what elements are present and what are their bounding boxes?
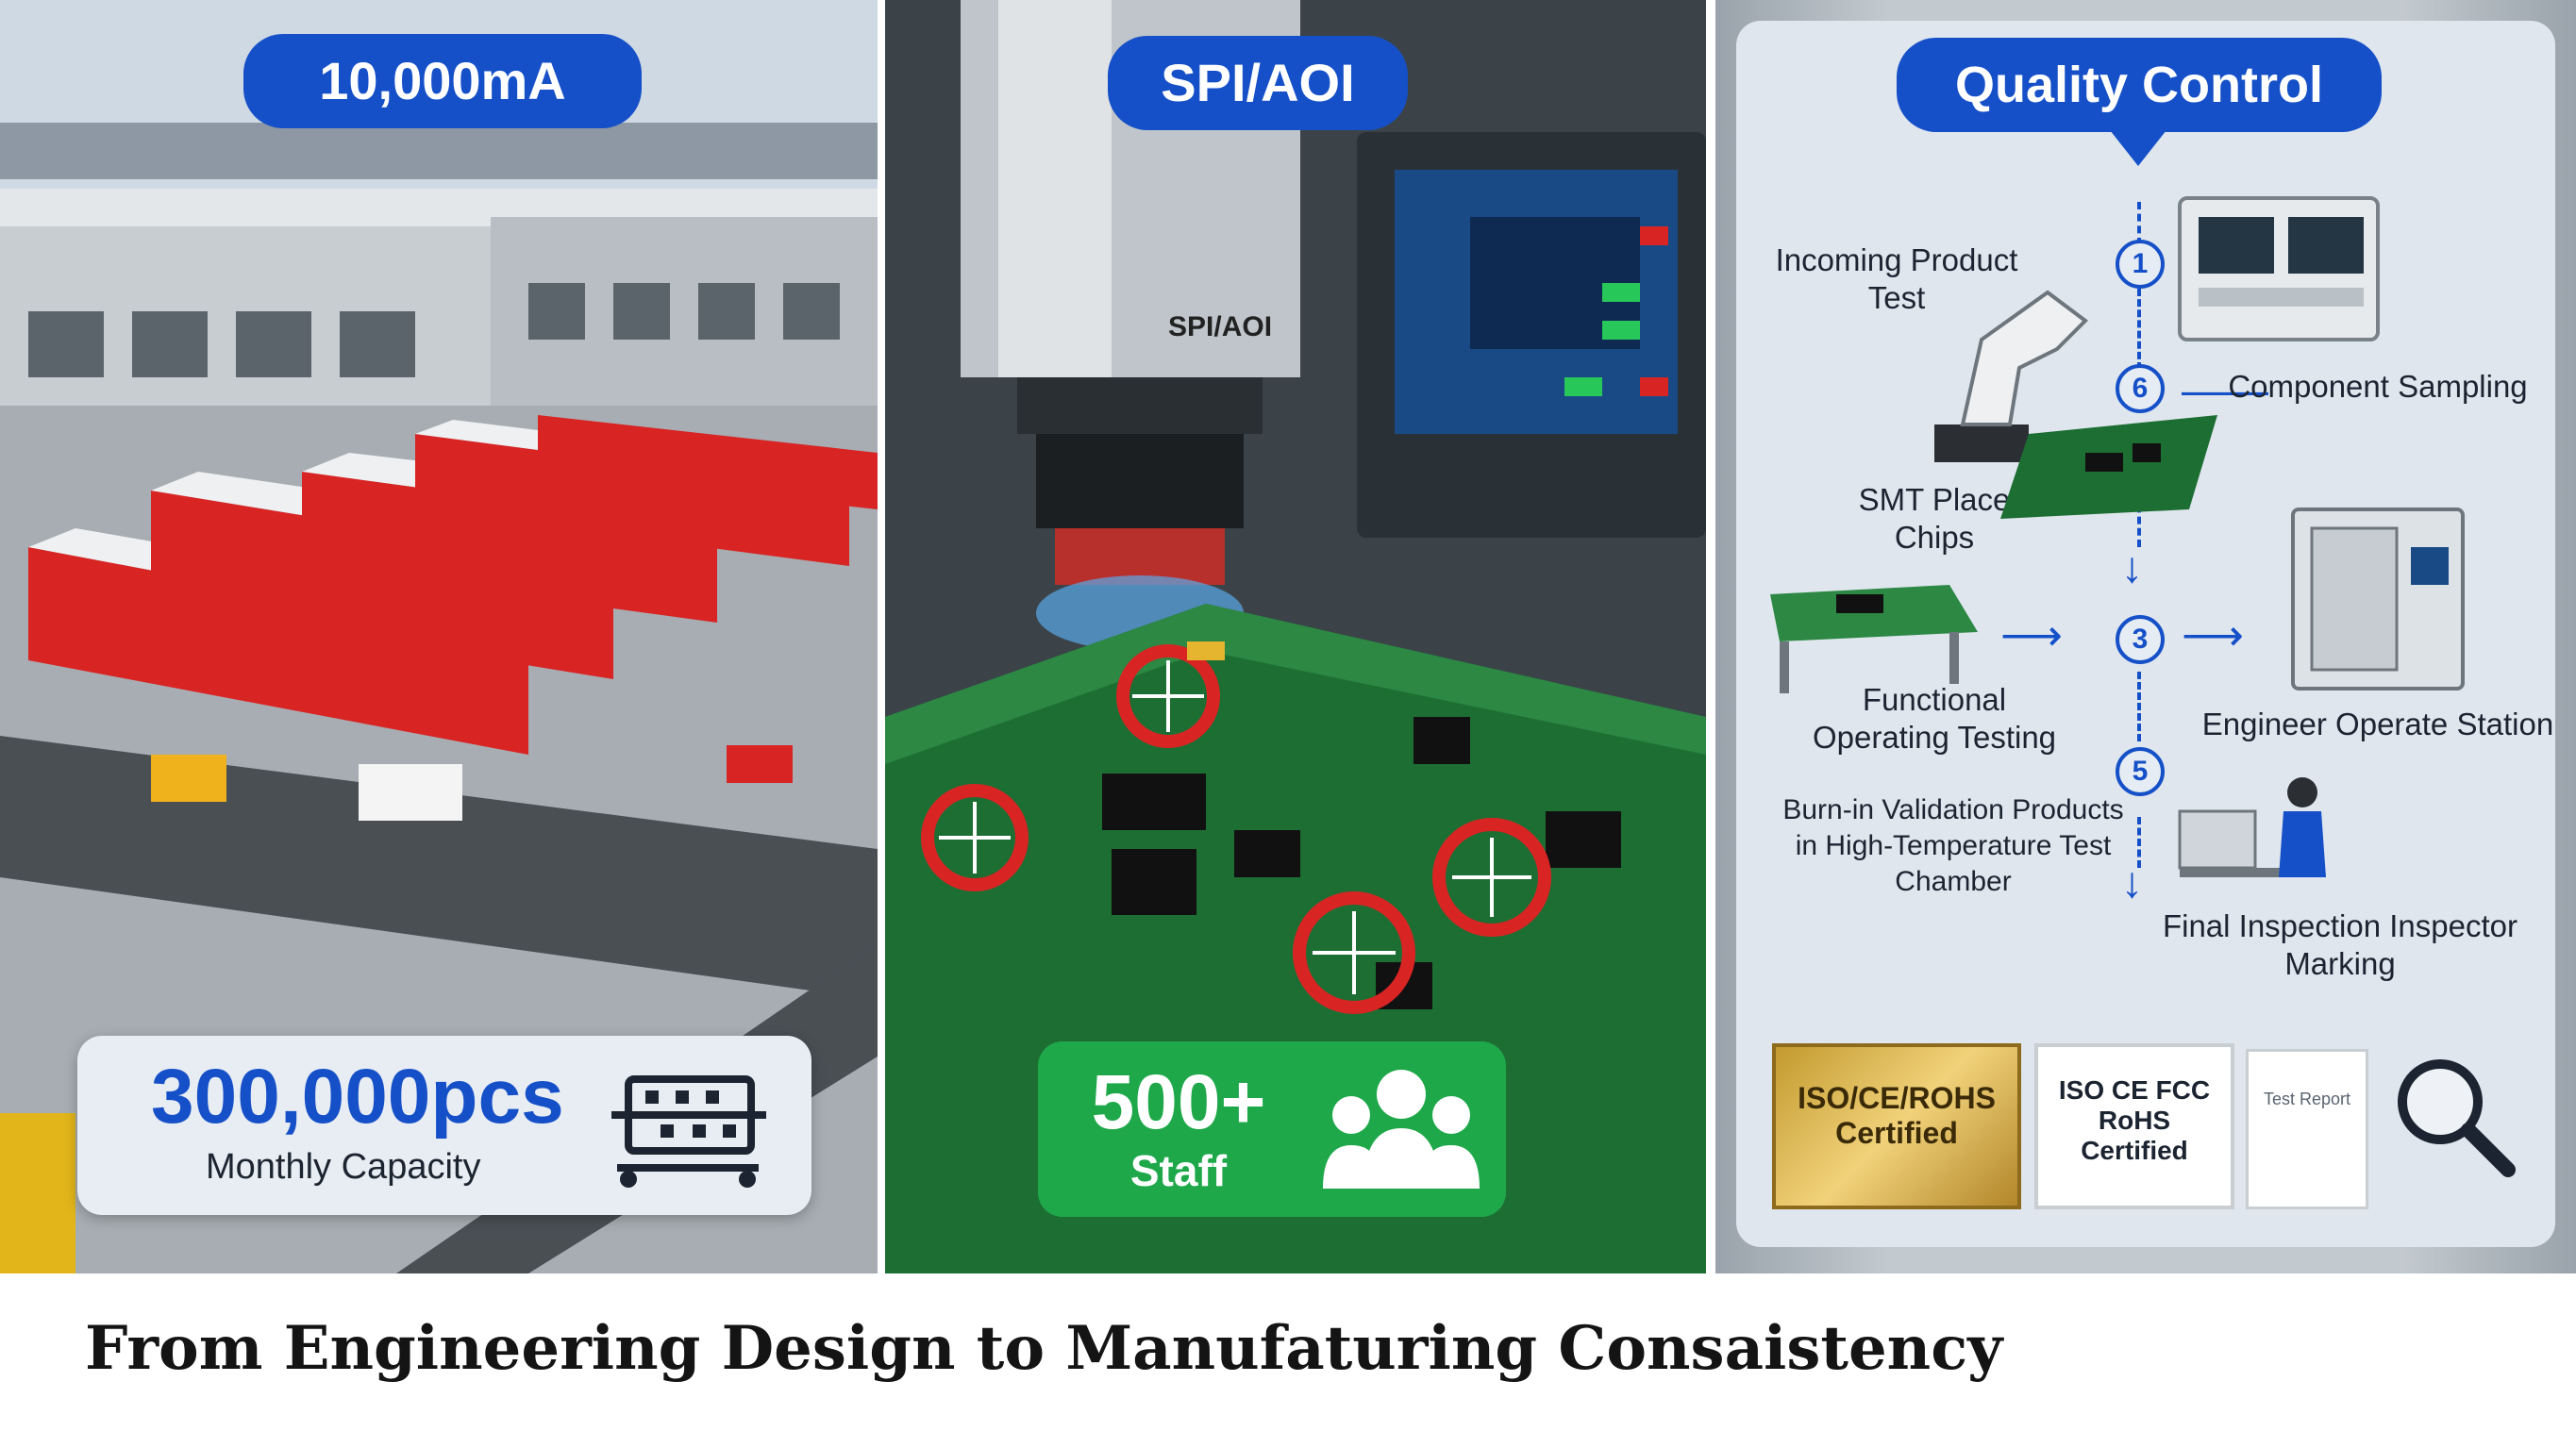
factory-panel: 10,000mA 300,000pcs Monthly Capacity (0, 0, 878, 1273)
staff-card: 500+ Staff (1038, 1041, 1506, 1217)
team-icon (1323, 1070, 1480, 1189)
step-label-final: Final Inspection Inspector Marking (2162, 908, 2518, 981)
flow-line (2137, 202, 2141, 245)
staff-value: 500+ (1091, 1059, 1266, 1145)
step-label-engineer: Engineer Operate Station (2201, 707, 2554, 741)
capacity-value: 300,000pcs (151, 1054, 564, 1140)
step-label-smt: SMT Place Chips (1858, 482, 2011, 555)
capacity-label: Monthly Capacity (206, 1147, 481, 1187)
robot-arm-icon (1934, 290, 2217, 519)
staff-label: Staff (1129, 1146, 1228, 1195)
magnifier-icon (2398, 1059, 2516, 1177)
down-arrow-icon: ↓ (2121, 542, 2143, 591)
certificate-gold-text: ISO/CE/ROHS Certified (1798, 1081, 1996, 1150)
badge-pointer (2110, 130, 2166, 166)
step-3-marker: 3 (2116, 615, 2165, 664)
step-label-functional: Functional Operating Testing (1812, 682, 2057, 755)
certificate-iso: ISO CE FCC RoHS Certified (2034, 1043, 2234, 1209)
test-bench-icon (1770, 585, 1978, 693)
spi-aoi-badge: SPI/AOI (1108, 36, 1408, 130)
certificate-gold: ISO/CE/ROHS Certified (1772, 1043, 2021, 1209)
footer-title: From Engineering Design to Manufaturing … (85, 1313, 2003, 1384)
certificate-iso-text: ISO CE FCC RoHS Certified (2058, 1075, 2211, 1165)
flow-line (2137, 289, 2141, 370)
right-arrow-icon: ⟶ (2182, 610, 2244, 659)
flow-line (2137, 817, 2141, 868)
flow-line (2137, 672, 2141, 741)
step-label-sampling: Component Sampling (2228, 369, 2528, 404)
quality-control-badge: Quality Control (1897, 38, 2382, 132)
step-label-incoming: Incoming Product Test (1775, 242, 2018, 315)
footer (0, 1273, 2576, 1448)
capacity-badge: 10,000mA (243, 34, 642, 128)
production-line-icon (611, 1075, 766, 1188)
dash-connector-icon: —— (2182, 365, 2268, 414)
test-equipment-icon (2178, 196, 2380, 341)
capacity-card: 300,000pcs Monthly Capacity (77, 1036, 811, 1215)
certificate-report-text: Test Report (2263, 1090, 2351, 1108)
inspection-panel: SPI/AOI SPI/AOI 500+ Staff (885, 0, 1706, 1273)
step-1-marker: 1 (2116, 240, 2165, 289)
down-arrow-icon: ↓ (2121, 857, 2143, 907)
inspector-workstation-icon (2178, 777, 2326, 877)
step-6-marker: 6 (2116, 364, 2165, 413)
test-chamber-icon (2291, 508, 2465, 691)
machine-label: SPI/AOI (1168, 311, 1273, 342)
step-label-burn-in: Burn-in Validation Products in High-Temp… (1782, 794, 2124, 897)
step-5-marker: 5 (2116, 747, 2165, 796)
certificate-report: Test Report (2246, 1049, 2368, 1209)
right-arrow-icon: ⟶ (2000, 610, 2063, 659)
